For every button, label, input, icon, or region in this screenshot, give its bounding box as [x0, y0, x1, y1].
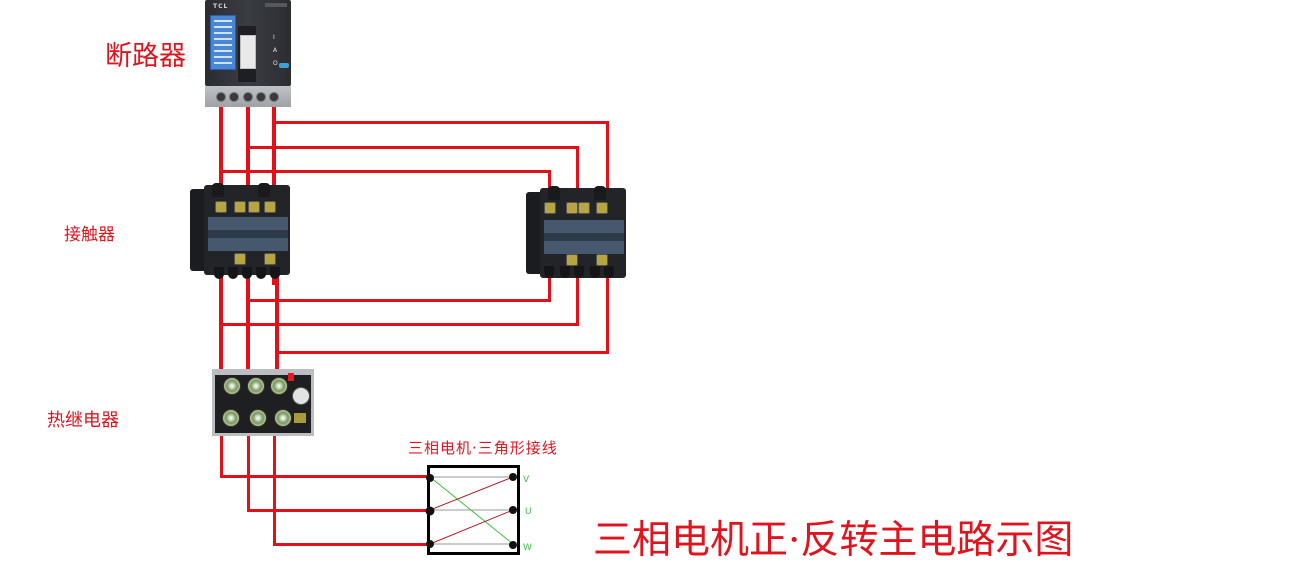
thermal-relay-current-dial [292, 387, 310, 405]
contactor-terminal-t3 [270, 267, 280, 279]
wire-out-u-vertical [247, 425, 250, 512]
contactor-terminal-l2 [578, 202, 590, 214]
wire-rev-out-2 [576, 262, 579, 326]
thermal-relay-input-terminal-2 [247, 377, 265, 395]
contactor-terminal-t1 [544, 266, 554, 278]
wire-rev-out-1 [548, 262, 551, 302]
contactor-terminal [234, 201, 246, 213]
breaker-nameplate [265, 3, 287, 7]
breaker-terminal-l2 [243, 92, 253, 102]
wire-rev-in-3 [606, 121, 609, 201]
contactor-terminal-l1 [215, 201, 227, 213]
motor-terminal-dot [426, 540, 434, 548]
wire-out-v-horizontal [220, 475, 430, 478]
thermal-relay-label: 热继电器 [47, 410, 119, 431]
contactor-terminal-l3 [264, 201, 276, 213]
motor-terminal-dot [425, 506, 435, 516]
wire-out-w-horizontal [273, 543, 430, 546]
contactor-mount-tab [548, 186, 560, 200]
motor-caption: 三相电机·三角形接线 [408, 439, 558, 457]
breaker-indicator-on: I [273, 34, 275, 41]
delta-link-red [429, 509, 514, 545]
contactor-mount-tab [258, 183, 270, 197]
breaker-terminal-hole [256, 92, 266, 102]
motor-terminal-label-w: W [523, 543, 532, 553]
thermal-relay-output-terminal-3 [274, 409, 292, 427]
contactor-terminal-t2 [242, 267, 252, 279]
wire-top-l1-horizontal [219, 170, 551, 173]
circuit-breaker: TCL I A O [205, 0, 291, 107]
wire-out-v-vertical [220, 425, 223, 478]
contactor-foot [590, 266, 600, 278]
contactor-foot [228, 267, 238, 279]
contactor-label: 接触器 [64, 225, 115, 245]
motor-terminal-dot [509, 473, 517, 481]
motor-terminal-dot [426, 474, 434, 482]
contactor-foot [560, 266, 570, 278]
contactor-terminal-t1 [214, 267, 224, 279]
contactor-terminal [566, 202, 578, 214]
delta-link-green [429, 476, 514, 545]
contactor-terminal-l3 [596, 202, 608, 214]
contactor-foot [256, 267, 266, 279]
thermal-overload-relay [212, 369, 314, 436]
breaker-label: 断路器 [105, 41, 186, 72]
wire-top-l3-horizontal [272, 121, 609, 124]
contactor-side-shell [190, 189, 208, 271]
contactor-mount-tab [594, 186, 606, 200]
wire-rev-out-3 [606, 262, 609, 354]
wire-bottom-3-horizontal [275, 351, 609, 354]
wire-rev-in-1 [548, 170, 551, 201]
breaker-terminal-l3 [269, 92, 279, 102]
wire-rev-in-2 [576, 146, 579, 201]
breaker-indicator-auto: A [273, 47, 278, 54]
delta-link-red [429, 476, 514, 511]
breaker-terminal-hole [229, 92, 239, 102]
contactor-terminal-t3 [604, 266, 614, 278]
breaker-info-panel [210, 15, 236, 70]
contactor-terminal-l2 [248, 201, 260, 213]
wire-out-w-vertical [273, 425, 276, 546]
contactor-terminal [596, 254, 608, 266]
thermal-relay-output-terminal-2 [249, 409, 267, 427]
wire-bottom-2-horizontal [219, 323, 579, 326]
motor-terminal-dot [509, 506, 517, 514]
contactor-label-strip [544, 233, 624, 241]
wire-top-l2-horizontal [246, 146, 579, 149]
contactor-terminal-l1 [544, 202, 556, 214]
contactor-terminal [566, 254, 578, 266]
contactor-label-strip [208, 230, 288, 238]
reverse-contactor [526, 186, 626, 280]
thermal-relay-input-terminal-3 [270, 377, 288, 395]
contactor-terminal [264, 253, 276, 265]
breaker-brand-logo: TCL [213, 3, 229, 10]
thermal-relay-reset-button [288, 373, 294, 381]
forward-contactor [190, 183, 290, 279]
motor-terminal-label-u: U [525, 507, 532, 517]
contactor-terminal-t2 [574, 266, 584, 278]
wire-l3-vertical-lower [275, 270, 279, 375]
breaker-indicator-off: O [273, 60, 278, 67]
contactor-mount-tab [212, 183, 224, 197]
motor-terminal-dot [509, 541, 517, 549]
diagram-title: 三相电机正·反转主电路示图 [593, 518, 1074, 563]
breaker-terminal-l1 [216, 92, 226, 102]
motor-terminal-label-v: V [523, 475, 530, 485]
wire-out-u-horizontal [247, 509, 430, 512]
thermal-relay-input-terminal-1 [223, 377, 241, 395]
breaker-switch-lever [240, 35, 256, 69]
wire-bottom-1-horizontal [246, 299, 551, 302]
contactor-terminal [234, 253, 246, 265]
contactor-side-shell [526, 192, 544, 274]
thermal-relay-aux-contacts [294, 413, 306, 423]
thermal-relay-output-terminal-1 [222, 409, 240, 427]
breaker-tag [279, 63, 289, 68]
